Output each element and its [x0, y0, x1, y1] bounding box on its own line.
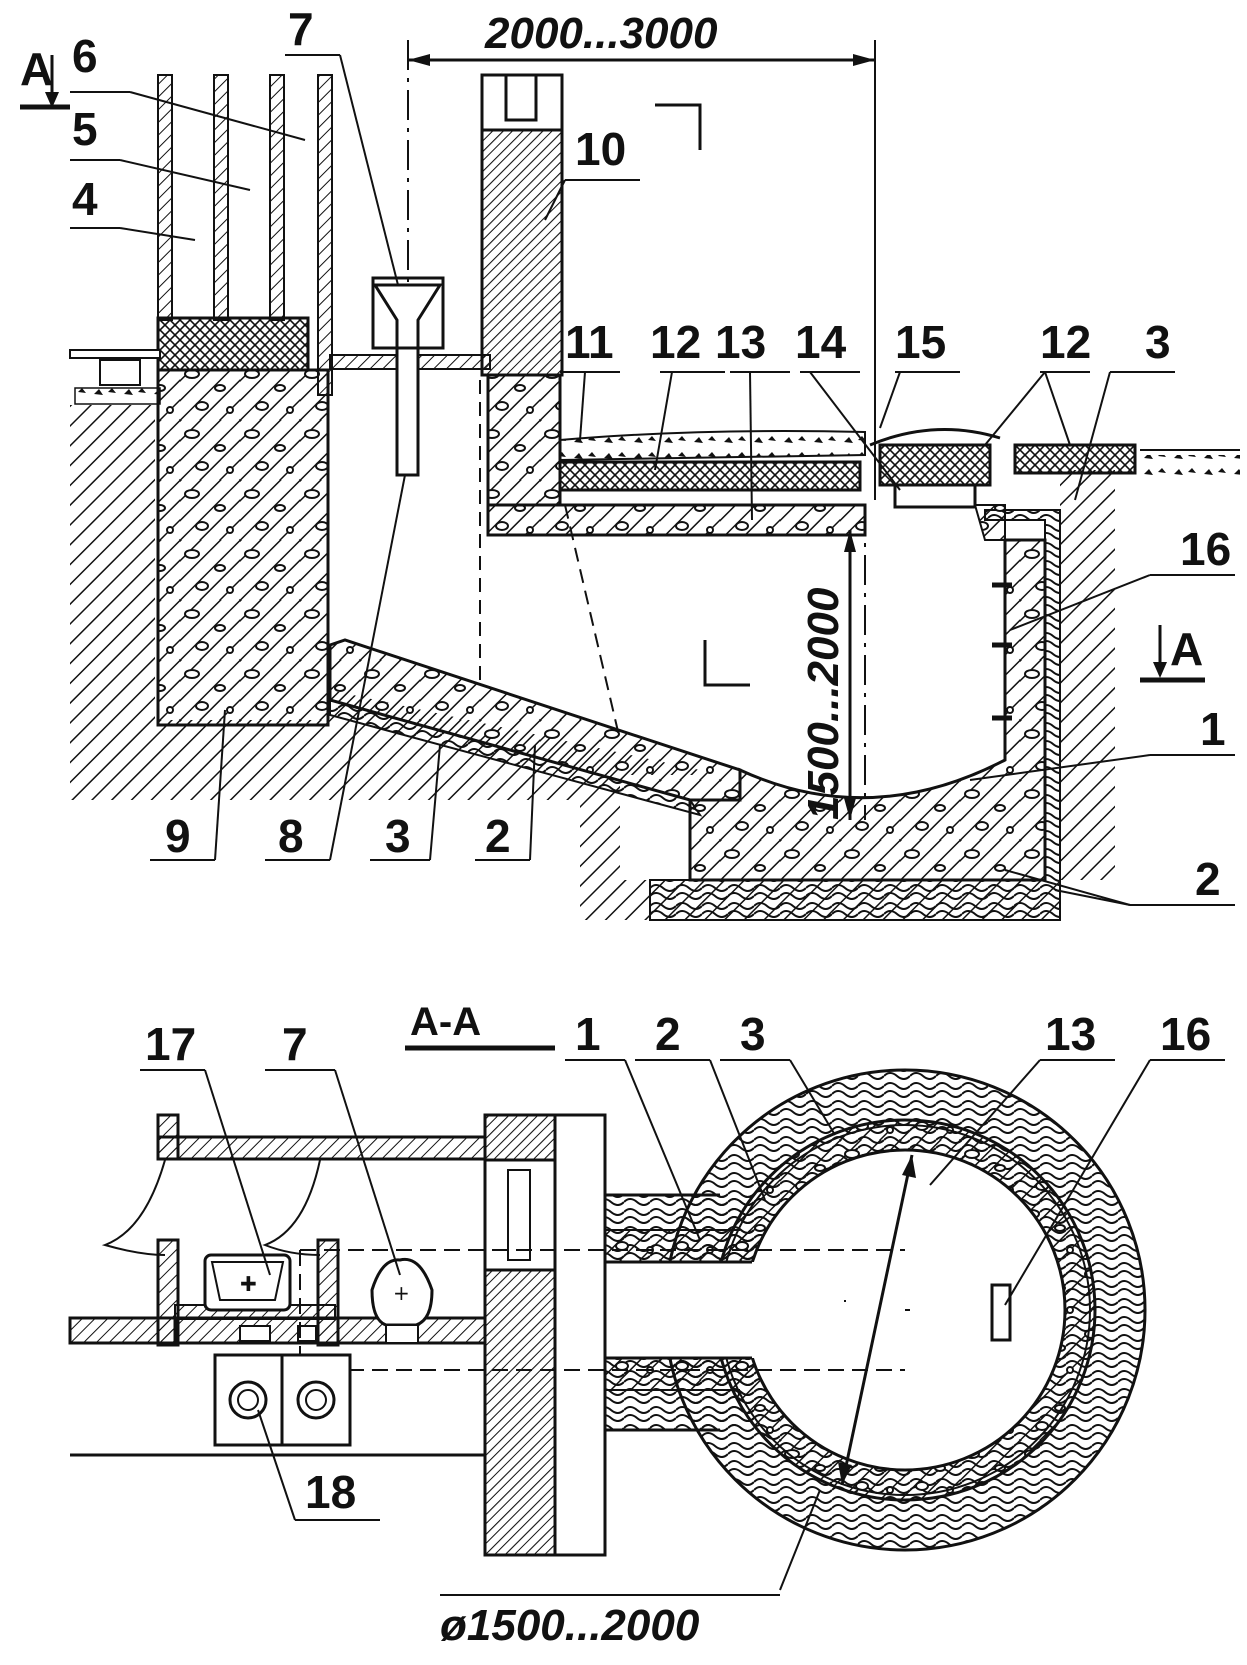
ladder-rungs	[992, 582, 1012, 721]
label-7: 7	[288, 3, 314, 55]
label-3: 3	[1145, 316, 1171, 368]
elevation-section: 2000...3000 1500...2000 A A	[20, 3, 1240, 921]
dimension-width: 2000...3000	[484, 9, 718, 58]
label-14: 14	[795, 316, 847, 368]
label-1: 1	[1200, 703, 1226, 755]
foundation-block	[156, 368, 330, 727]
label-8: 8	[278, 810, 304, 862]
svg-text:+: +	[393, 1281, 410, 1305]
label-2: 2	[1195, 853, 1221, 905]
label-12: 12	[650, 316, 701, 368]
section-title: A-A	[410, 1000, 481, 1044]
label-13b: 13	[1045, 1008, 1096, 1060]
label-12b: 12	[1040, 316, 1091, 368]
svg-text:A: A	[1170, 623, 1203, 675]
label-13: 13	[715, 316, 766, 368]
dimension-height: 1500...2000	[799, 587, 848, 820]
label-18: 18	[305, 1466, 356, 1518]
section-marker-right: A	[1140, 623, 1205, 683]
label-16b: 16	[1160, 1008, 1211, 1060]
drain-funnel	[372, 283, 443, 477]
plan-leader-lines	[140, 1059, 1225, 1521]
plan-section: A-A ø1500...2000	[68, 1000, 1225, 1650]
label-2c: 2	[655, 1008, 681, 1060]
label-3c: 3	[740, 1008, 766, 1060]
svg-text:+: +	[240, 1271, 257, 1295]
label-1b: 1	[575, 1008, 601, 1060]
flue-channels	[157, 74, 333, 396]
label-11: 11	[565, 316, 614, 368]
label-17: 17	[145, 1018, 196, 1070]
brick-wall	[480, 128, 564, 377]
septic-tank	[688, 538, 1047, 882]
label-16: 16	[1180, 523, 1231, 575]
label-7b: 7	[282, 1018, 308, 1070]
label-3b: 3	[385, 810, 411, 862]
svg-text:A: A	[20, 43, 53, 95]
section-marker-top: A	[20, 43, 70, 110]
leader-lines	[70, 54, 1235, 906]
label-6: 6	[72, 30, 98, 82]
label-2b: 2	[485, 810, 511, 862]
dimension-diameter: ø1500...2000	[440, 1601, 700, 1650]
label-10: 10	[575, 123, 626, 175]
label-9: 9	[165, 810, 191, 862]
label-15: 15	[895, 316, 946, 368]
label-5: 5	[72, 103, 98, 155]
ground-left	[70, 405, 1115, 920]
label-4: 4	[72, 173, 98, 225]
